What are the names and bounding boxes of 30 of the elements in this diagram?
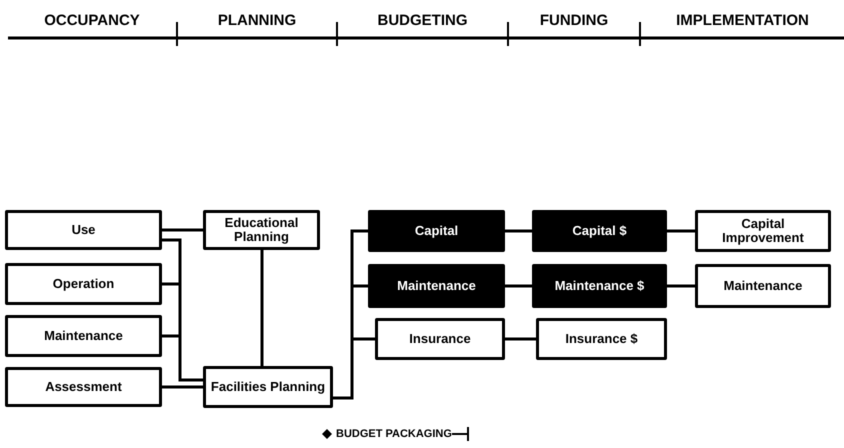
- phase-heading: IMPLEMENTATION: [676, 10, 809, 31]
- process-box: Use: [5, 210, 162, 250]
- connector-line: [505, 230, 532, 232]
- process-box: Insurance $: [536, 318, 667, 360]
- connector-line: [505, 284, 532, 288]
- process-box: Operation: [5, 263, 162, 305]
- connector-line: [505, 338, 536, 340]
- process-box: Capital Improvement: [695, 210, 831, 252]
- connector-line: [162, 386, 203, 388]
- highlighted-box: Capital: [368, 210, 505, 252]
- process-box: Facilities Planning: [203, 366, 333, 408]
- process-box: Educational Planning: [203, 210, 320, 250]
- phase-heading: BUDGETING: [378, 10, 468, 31]
- process-box: Maintenance: [5, 315, 162, 357]
- connector-line: [162, 228, 203, 232]
- connector-line: [667, 284, 695, 288]
- connector-line: [667, 230, 695, 232]
- highlighted-box: Maintenance $: [532, 264, 667, 308]
- process-box: Maintenance: [695, 264, 831, 308]
- process-box: Insurance: [375, 318, 505, 360]
- connector-line: [333, 338, 375, 400]
- phase-heading: PLANNING: [218, 10, 296, 31]
- highlighted-box: Capital $: [532, 210, 667, 252]
- process-box: Assessment: [5, 367, 162, 407]
- highlighted-box: Maintenance: [368, 264, 505, 308]
- phase-heading: FUNDING: [540, 10, 608, 31]
- connector-line: [162, 334, 203, 382]
- connector-line: [260, 250, 264, 366]
- bracket-label: BUDGET PACKAGING: [336, 426, 452, 442]
- phase-heading: OCCUPANCY: [44, 10, 140, 31]
